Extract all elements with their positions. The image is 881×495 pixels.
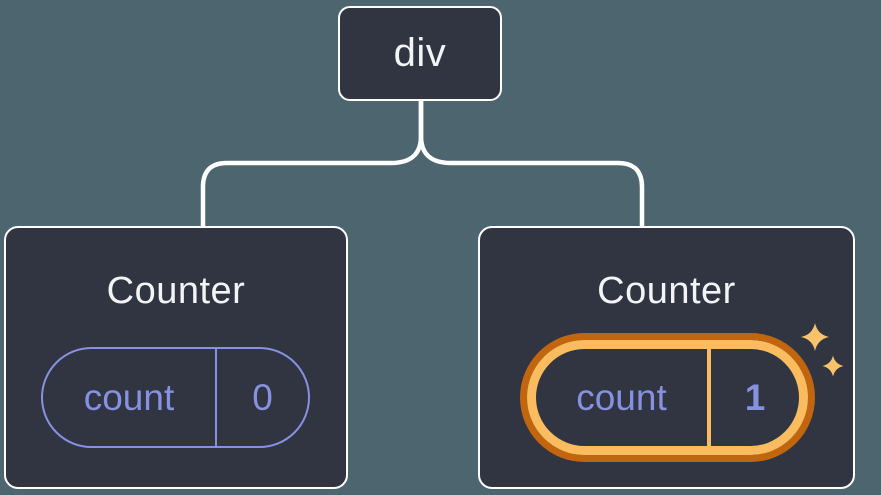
state-value: 1 xyxy=(744,376,766,418)
sparkle-large-icon xyxy=(801,323,829,351)
state-value-cell: 0 xyxy=(217,349,308,446)
state-value: 0 xyxy=(252,376,273,418)
connector-right-branch xyxy=(418,98,645,231)
counter-title: Counter xyxy=(597,270,736,312)
counter-card-highlighted: Counter count 1 xyxy=(478,226,855,489)
sparkle-small-icon xyxy=(822,355,844,377)
connector-left-branch xyxy=(200,98,424,231)
tree-node-root: div xyxy=(338,6,502,101)
state-name-label: count xyxy=(576,376,667,418)
state-name-label: count xyxy=(83,376,175,418)
state-pill-divider xyxy=(707,349,711,446)
counter-title: Counter xyxy=(106,270,246,312)
state-name-cell: count xyxy=(536,349,707,446)
state-pill-divider xyxy=(215,349,217,446)
root-node-label: div xyxy=(393,31,447,75)
state-name-cell: count xyxy=(43,349,215,446)
counter-card: Counter count 0 xyxy=(4,226,348,489)
sparkles-icon xyxy=(801,323,844,377)
state-pill-highlighted: count 1 xyxy=(527,340,808,455)
state-value-cell: 1 xyxy=(711,349,799,446)
state-pill: count 0 xyxy=(41,347,310,448)
